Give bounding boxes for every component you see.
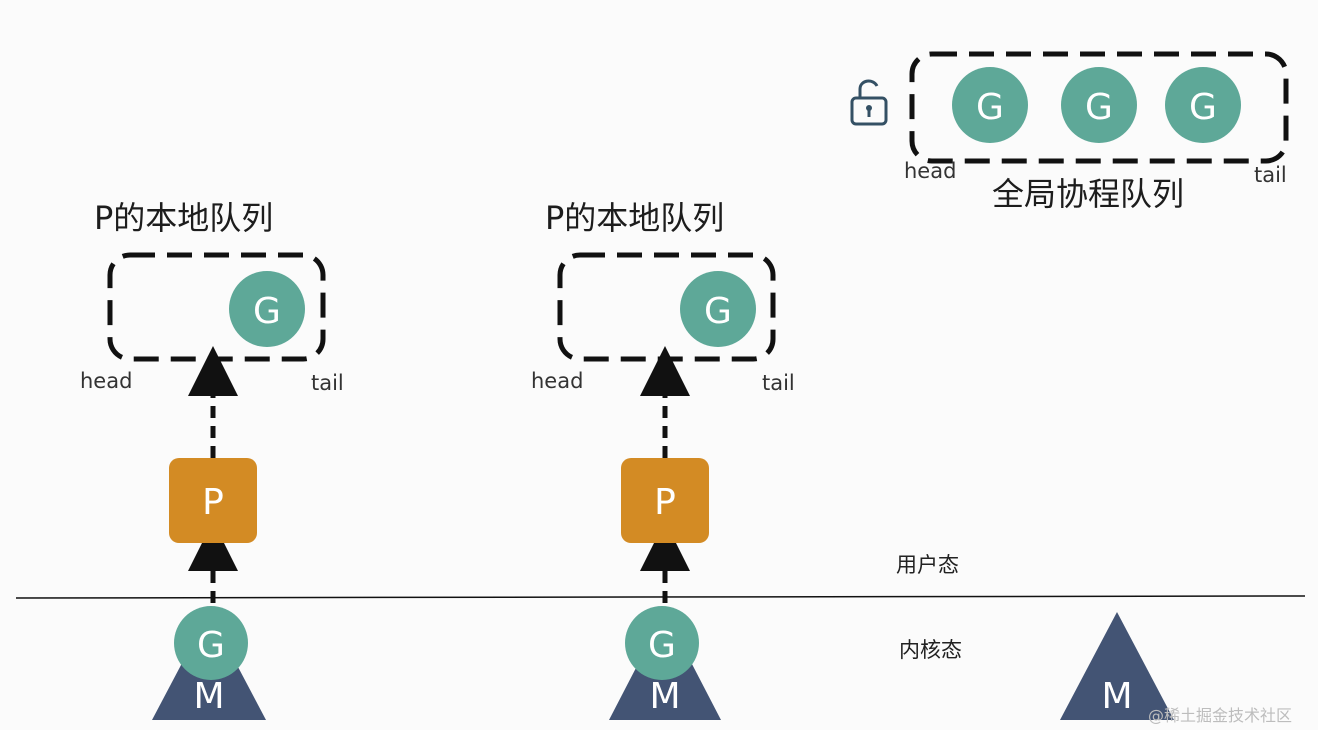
right-queue-title: P的本地队列 — [545, 199, 724, 237]
global-goroutine: G — [1165, 67, 1241, 143]
global-goroutine-label: G — [1085, 87, 1113, 128]
global-goroutine-label: G — [1189, 87, 1217, 128]
left-local-queue: P的本地队列 G head tail — [80, 199, 344, 395]
left-processor-label: P — [202, 482, 224, 523]
right-processor-label: P — [654, 482, 676, 523]
global-queue-title: 全局协程队列 — [992, 175, 1184, 213]
lock-icon — [850, 79, 888, 126]
left-running-goroutine-label: G — [197, 625, 225, 666]
right-running-goroutine: G — [625, 606, 699, 680]
left-head-label: head — [80, 369, 132, 393]
idle-machine: M — [1060, 612, 1174, 720]
global-queue: G G G head tail 全局协程队列 — [850, 51, 1289, 213]
left-running-goroutine: G — [174, 606, 248, 680]
right-head-label: head — [531, 369, 583, 393]
right-local-queue: P的本地队列 G head tail — [531, 199, 795, 395]
global-tail-label: tail — [1254, 163, 1287, 187]
right-processor: P — [621, 458, 709, 543]
kernel-space-label: 内核态 — [899, 638, 962, 662]
right-tail-label: tail — [762, 371, 795, 395]
watermark-text: @稀土掘金技术社区 — [1148, 706, 1292, 725]
idle-machine-label: M — [1101, 676, 1132, 717]
left-queue-goroutine: G — [229, 271, 305, 347]
global-head-label: head — [904, 159, 956, 183]
global-goroutine: G — [1061, 67, 1137, 143]
right-machine-label: M — [649, 676, 680, 717]
right-queue-goroutine: G — [680, 271, 756, 347]
left-processor: P — [169, 458, 257, 543]
global-goroutine: G — [952, 67, 1028, 143]
global-goroutine-label: G — [976, 87, 1004, 128]
right-running-goroutine-label: G — [648, 625, 676, 666]
user-kernel-boundary — [15, 595, 1306, 599]
right-queue-goroutine-label: G — [704, 291, 732, 332]
left-tail-label: tail — [311, 371, 344, 395]
global-queue-box — [909, 51, 1289, 164]
left-queue-goroutine-label: G — [253, 291, 281, 332]
user-space-label: 用户态 — [896, 553, 959, 577]
left-machine-label: M — [193, 676, 224, 717]
left-queue-title: P的本地队列 — [94, 199, 273, 237]
